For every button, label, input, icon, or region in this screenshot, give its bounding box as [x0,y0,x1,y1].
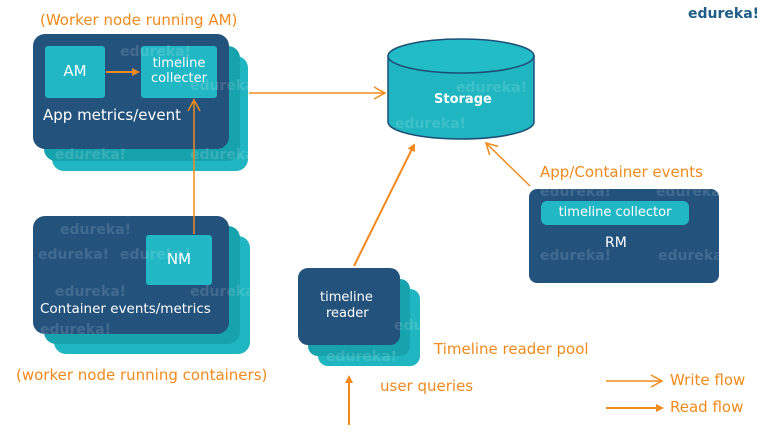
watermark: edureka! [656,184,728,200]
watermark: edureka! [326,349,398,365]
rm-node-caption: App/Container events [540,163,703,181]
am-box: AM [45,46,105,98]
watermark: edureka! [38,247,110,263]
collector-label-line1: timeline [152,56,206,71]
watermark: edureka! [40,322,112,338]
watermark: edureka! [456,80,528,96]
reader-label-line1: timeline [320,290,373,305]
app-metrics-label: App metrics/event [43,106,181,124]
storage-label: Storage [434,92,492,107]
container-events-label: Container events/metrics [40,301,211,317]
watermark: edureka! [395,116,467,132]
am-node-caption: (Worker node running AM) [40,11,238,29]
timeline-collector-rm: timeline collector [541,201,689,225]
watermark: edureka! [190,284,262,300]
reader-label-line2: reader [326,306,369,321]
nm-box: NM [146,235,212,285]
user-queries-label: user queries [380,377,474,395]
watermark: edureka! [55,147,127,163]
reader-to-storage-arrow [353,143,415,267]
storage-cylinder [387,38,535,140]
rm-to-storage-arrow [484,141,531,187]
rm-collector-label: timeline collector [558,205,672,220]
watermark: edureka! [190,78,262,94]
watermark: edureka! [55,284,127,300]
am-label: AM [63,62,87,80]
watermark: edureka! [394,318,466,334]
reader-pool-caption: Timeline reader pool [434,340,589,358]
watermark: edureka! [540,184,612,200]
rm-label: RM [605,235,627,251]
watermark: edureka! [658,248,730,264]
timeline-collector-am: timeline collecter [141,46,217,98]
watermark: edureka! [540,248,612,264]
legend-read-flow-label: Read flow [670,398,744,416]
watermark: edureka! [120,247,192,263]
legend-write-flow-label: Write flow [670,371,746,389]
watermark: edureka! [190,147,262,163]
brand-logo: edureka! [688,6,760,22]
watermark: edureka! [120,44,192,60]
collector-label-line2: collecter [151,71,207,86]
nm-node-caption: (worker node running containers) [16,366,268,384]
watermark: edureka! [60,222,132,238]
nm-label: NM [166,250,192,268]
